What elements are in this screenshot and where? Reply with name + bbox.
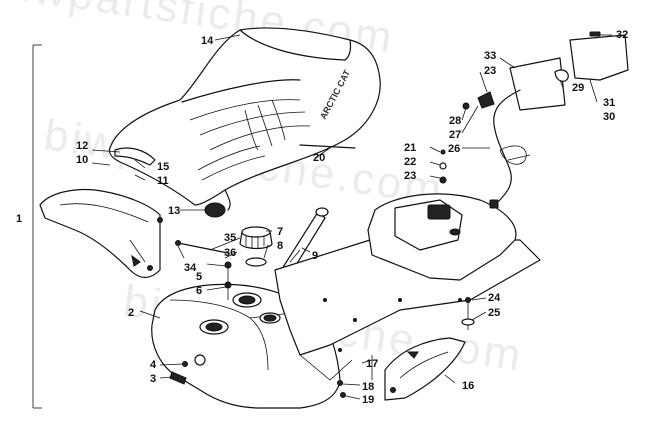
callout-35: 35 [224, 232, 236, 244]
callout-1: 1 [16, 213, 22, 225]
fuel-cap-part [239, 226, 273, 250]
tray-hardware-part [461, 297, 475, 330]
callout-19: 19 [362, 394, 374, 406]
seat-strap-part [299, 144, 356, 149]
callout-28: 28 [449, 115, 461, 127]
leader-lines [91, 34, 612, 400]
side-panel-part [39, 188, 163, 279]
gasket-part [245, 257, 267, 267]
callout-7: 7 [277, 226, 283, 238]
callout-27: 27 [449, 129, 461, 141]
callout-30: 30 [603, 111, 615, 123]
rear-tray-part [274, 193, 541, 381]
taillight-hardware-part [439, 149, 447, 184]
callout-14: 14 [201, 35, 214, 47]
callout-33: 33 [484, 50, 496, 62]
callout-11: 11 [157, 175, 169, 187]
callout-labels: 1 2 3 4 5 6 7 8 9 10 11 12 13 14 15 16 1… [16, 29, 628, 406]
callout-18: 18 [362, 381, 374, 393]
drain-bolt-part [169, 361, 188, 385]
callout-20: 20 [313, 152, 325, 164]
callout-22: 22 [404, 156, 416, 168]
callout-6: 6 [196, 285, 202, 297]
callout-32: 32 [616, 29, 628, 41]
callout-29: 29 [572, 82, 584, 94]
callout-12: 12 [76, 140, 88, 152]
taillight-assembly [462, 31, 629, 209]
tank-hardware-part [175, 240, 232, 300]
callout-10: 10 [76, 154, 88, 166]
callout-9: 9 [312, 250, 318, 262]
callout-4: 4 [150, 359, 157, 371]
callout-21: 21 [404, 142, 416, 154]
bumper-bracket-part [384, 337, 466, 401]
seat-assembly: ARCTIC CAT [108, 27, 381, 218]
callout-2: 2 [128, 307, 134, 319]
callout-24: 24 [488, 292, 501, 304]
callout-25: 25 [488, 307, 500, 319]
callout-3: 3 [150, 373, 156, 385]
callout-23-lower: 23 [404, 170, 416, 182]
callout-16: 16 [462, 380, 474, 392]
callout-36: 36 [224, 247, 236, 259]
callout-31: 31 [603, 97, 615, 109]
callout-34: 34 [184, 262, 197, 274]
callout-8: 8 [277, 240, 283, 252]
seat-bumper-part [204, 202, 226, 218]
bracket-hardware-part [337, 355, 373, 398]
assembly-bracket [32, 44, 42, 409]
callout-17: 17 [366, 358, 378, 370]
callout-23-upper: 23 [484, 65, 496, 77]
callout-26: 26 [448, 143, 460, 155]
grommet-part [507, 154, 531, 161]
callout-5: 5 [196, 271, 202, 283]
callout-15: 15 [157, 161, 169, 173]
callout-13: 13 [168, 205, 180, 217]
